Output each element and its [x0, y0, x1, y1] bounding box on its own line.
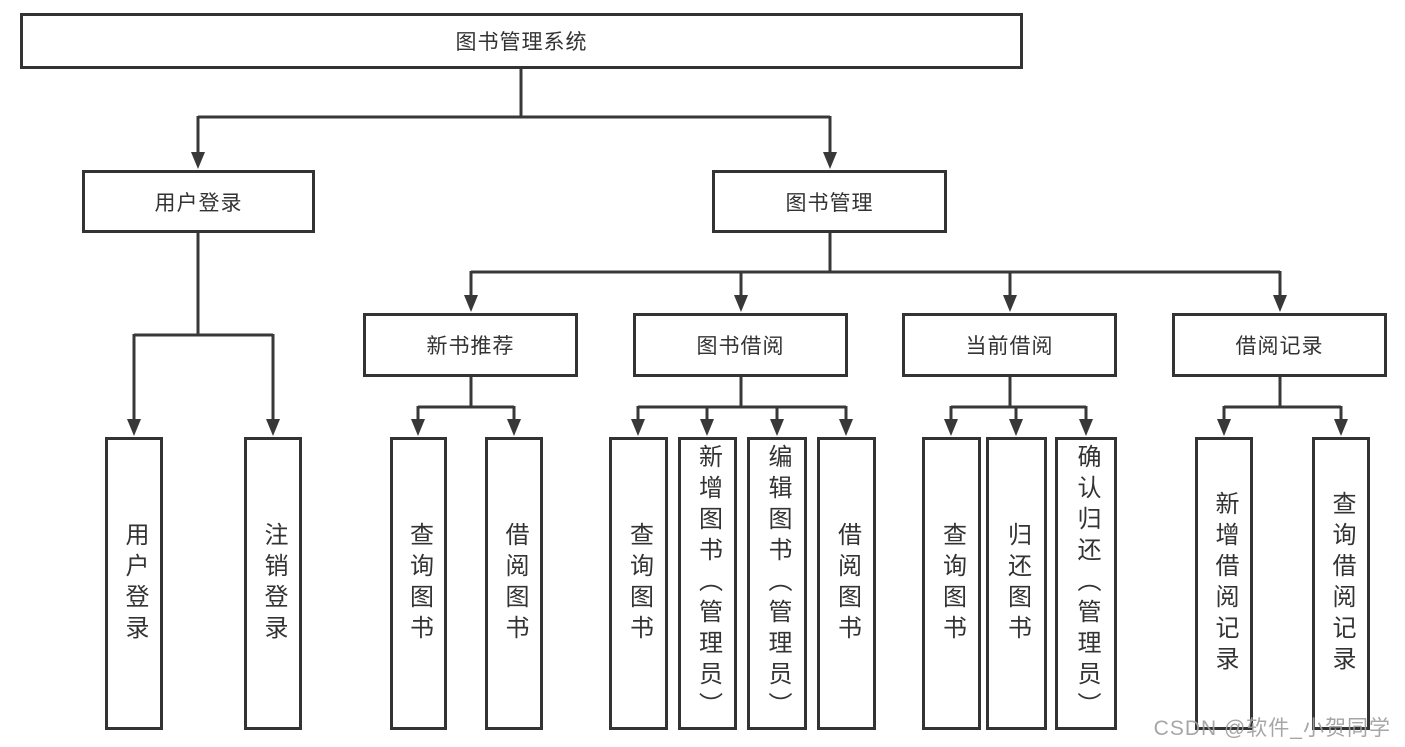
node-book-borrow-label: 图书借阅 [696, 335, 785, 358]
arrow-head [1334, 419, 1348, 436]
connector-current-borrow-children [944, 377, 1093, 436]
arrow-head [1003, 295, 1017, 312]
node-book-management-label: 图书管理 [785, 191, 874, 215]
leaf-return-books-label: 归还图书 [1003, 521, 1031, 646]
node-user-login: 用户登录 [82, 170, 315, 233]
arrow-head [839, 419, 853, 436]
node-book-management: 图书管理 [712, 170, 947, 233]
leaf-confirm-return-admin-label: 确认归还（管理员） [1073, 444, 1100, 723]
connector-root-to-level2 [191, 69, 837, 169]
leaf-add-books-admin-label: 新增图书（管理员） [694, 444, 722, 723]
csdn-watermark: CSDN @软件_小贺同学 [1153, 717, 1391, 740]
arrow-head [191, 152, 205, 169]
arrow-head [944, 419, 958, 436]
leaf-return-books: 归还图书 [986, 437, 1047, 730]
arrow-head [127, 419, 141, 436]
arrow-head [1273, 295, 1287, 312]
arrow-head [631, 419, 645, 436]
leaf-add-borrow-record-label: 新增借阅记录 [1211, 490, 1238, 677]
node-new-book-recommend: 新书推荐 [363, 313, 578, 377]
leaf-borrow-books-recommend: 借阅图书 [485, 437, 543, 730]
leaf-query-books-borrow: 查询图书 [609, 437, 668, 730]
arrow-head [266, 419, 280, 436]
arrow-head [1079, 419, 1093, 436]
leaf-edit-books-admin-label: 编辑图书（管理员） [764, 444, 791, 723]
arrow-head [507, 419, 521, 436]
leaf-query-books-current-label: 查询图书 [938, 521, 966, 646]
node-current-borrow: 当前借阅 [902, 313, 1117, 377]
arrow-head [734, 295, 748, 312]
leaf-confirm-return-admin: 确认归还（管理员） [1055, 437, 1117, 730]
leaf-user-login-label: 用户登录 [121, 521, 148, 646]
leaf-query-borrow-record: 查询借阅记录 [1312, 437, 1370, 730]
leaf-add-borrow-record: 新增借阅记录 [1195, 437, 1253, 730]
node-current-borrow-label: 当前借阅 [965, 335, 1054, 358]
leaf-query-books-current: 查询图书 [922, 437, 981, 730]
node-new-book-recommend-label: 新书推荐 [426, 335, 515, 358]
leaf-add-books-admin: 新增图书（管理员） [678, 437, 737, 730]
arrow-head [1217, 419, 1231, 436]
node-root-label: 图书管理系统 [455, 31, 588, 54]
node-user-login-label: 用户登录 [154, 191, 243, 215]
node-borrow-records: 借阅记录 [1172, 313, 1387, 377]
arrow-head [770, 419, 784, 436]
connector-book-borrow-children [631, 377, 853, 436]
leaf-query-books-recommend-label: 查询图书 [405, 521, 433, 646]
leaf-user-login: 用户登录 [105, 437, 163, 730]
leaf-query-borrow-record-label: 查询借阅记录 [1328, 490, 1355, 677]
connector-book-management-to-level3 [464, 233, 1287, 312]
arrow-head [1009, 419, 1023, 436]
leaf-logout-label: 注销登录 [260, 521, 287, 646]
arrow-head [700, 419, 714, 436]
arrow-head [823, 152, 837, 169]
leaf-borrow-books-label: 借阅图书 [833, 521, 861, 646]
leaf-borrow-books: 借阅图书 [817, 437, 876, 730]
connector-user-login-children [127, 233, 280, 436]
leaf-logout: 注销登录 [244, 437, 302, 730]
node-book-borrow: 图书借阅 [633, 313, 848, 377]
connector-borrow-records-children [1217, 377, 1348, 436]
leaf-query-books-recommend: 查询图书 [390, 437, 447, 730]
leaf-borrow-books-recommend-label: 借阅图书 [501, 521, 528, 646]
node-root: 图书管理系统 [20, 13, 1023, 69]
connector-new-book-recommend-children [411, 377, 521, 436]
leaf-query-books-borrow-label: 查询图书 [625, 521, 653, 646]
leaf-edit-books-admin: 编辑图书（管理员） [747, 437, 807, 730]
node-borrow-records-label: 借阅记录 [1235, 335, 1324, 358]
arrow-head [464, 295, 478, 312]
arrow-head [411, 419, 425, 436]
